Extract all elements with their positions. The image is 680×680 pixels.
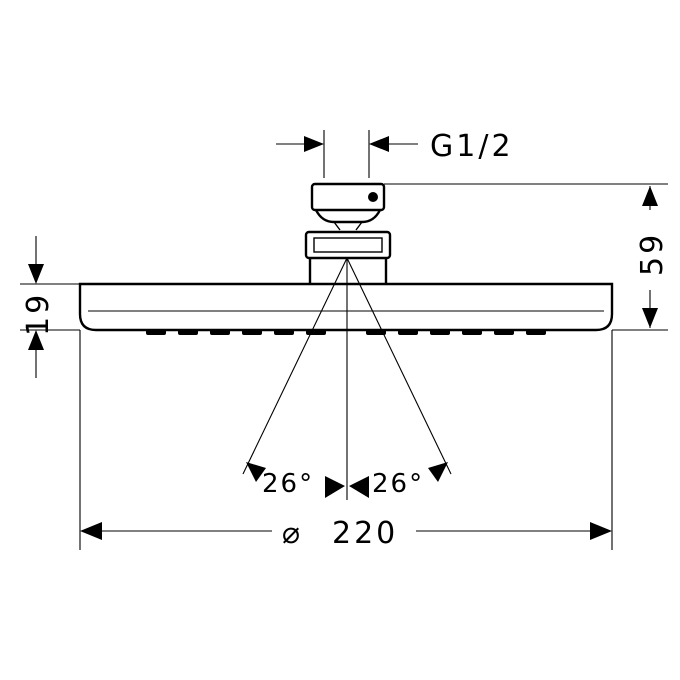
angle-left-label: 26° (262, 469, 314, 499)
height-59-dimension: 59 (384, 183, 670, 331)
diameter-dimension: ⌀ 220 (79, 330, 613, 551)
spray-nozzles (146, 329, 546, 335)
angle-dimensions: 26° 26° (246, 462, 448, 499)
shower-head-plate (78, 282, 614, 332)
thread-size-label: G1/2 (430, 129, 514, 164)
thread-dimension: G1/2 (276, 129, 514, 178)
height-19-dimension: 19 (20, 236, 80, 378)
ball-joint-connector (304, 182, 392, 284)
angle-right-label: 26° (372, 469, 424, 499)
spray-angle-lines (242, 257, 452, 500)
diameter-label: 220 (332, 516, 398, 551)
height-19-label: 19 (21, 292, 56, 336)
diameter-symbol: ⌀ (282, 516, 303, 551)
height-59-label: 59 (635, 232, 670, 276)
